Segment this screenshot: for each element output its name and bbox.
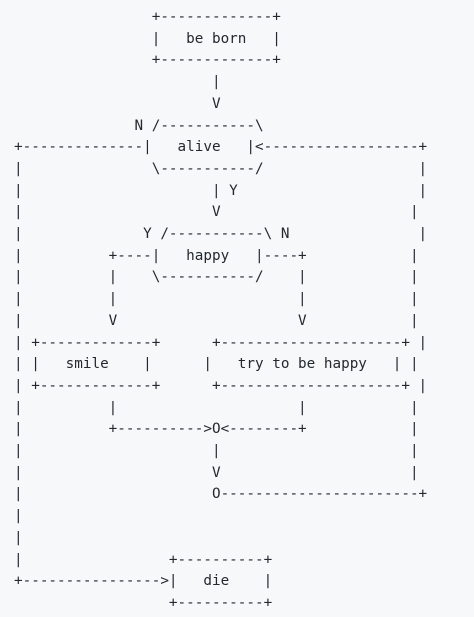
- diagram-line: +-------------+: [14, 52, 281, 69]
- diagram-line: | | | |: [14, 399, 419, 416]
- diagram-line: N /-----------\: [14, 117, 264, 134]
- diagram-line: V: [14, 95, 221, 112]
- diagram-line: | V |: [14, 204, 419, 221]
- diagram-line: | | |: [14, 443, 419, 459]
- diagram-line: +----------+: [14, 594, 273, 611]
- diagram-line: |: [14, 529, 23, 546]
- diagram-line: | | \-----------/ | |: [14, 269, 419, 286]
- diagram-line: | +----| happy |----+ |: [14, 247, 419, 264]
- diagram-line: |: [14, 74, 221, 91]
- diagram-line: +---------------->| die |: [14, 573, 273, 590]
- diagram-line: |: [14, 508, 23, 525]
- diagram-line: | +---------->O<--------+ |: [14, 421, 419, 438]
- diagram-line: | +-------------+ +---------------------…: [14, 377, 428, 394]
- diagram-line: | V V |: [14, 312, 419, 329]
- diagram-line: | +----------+: [14, 551, 273, 568]
- diagram-line: | \-----------/ |: [14, 160, 428, 177]
- diagram-line: | be born |: [14, 30, 281, 47]
- diagram-line: | +-------------+ +---------------------…: [14, 334, 428, 351]
- diagram-line: | O-----------------------+: [14, 486, 428, 503]
- diagram-line: | | | |: [14, 291, 419, 308]
- diagram-line: +--------------| alive |<---------------…: [14, 139, 428, 156]
- diagram-line: | | Y |: [14, 182, 428, 199]
- diagram-line: | V |: [14, 464, 419, 481]
- diagram-line: +-------------+: [14, 9, 281, 25]
- diagram-line: | Y /-----------\ N |: [14, 226, 428, 242]
- diagram-line: | | smile | | try to be happy | |: [14, 356, 419, 373]
